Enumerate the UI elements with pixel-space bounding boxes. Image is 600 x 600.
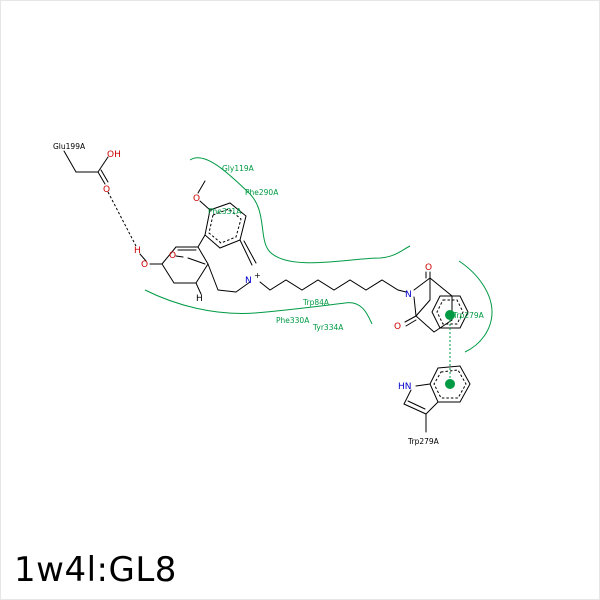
bond [413, 296, 417, 317]
atom-label-h: H [134, 246, 141, 256]
ring-centroid [445, 379, 455, 389]
atom-label-o: O [394, 322, 401, 332]
bond [207, 263, 219, 291]
bond [195, 263, 209, 284]
atom-label-o: O [141, 260, 148, 270]
bond [239, 239, 253, 266]
residue-label-phe331: Phe331A [208, 207, 242, 216]
bond [139, 253, 147, 262]
bond [161, 263, 175, 284]
atom-label-n: N [245, 276, 252, 286]
hydrogen-bond [107, 191, 137, 247]
bond [197, 246, 209, 265]
bond [97, 156, 109, 173]
bond [195, 282, 202, 295]
residue-label-tyr334: Tyr334A [312, 323, 344, 332]
bond [217, 289, 237, 293]
atom-label-o: O [169, 251, 176, 261]
aromatic-ring-inner [436, 299, 464, 325]
aromatic-ring [431, 295, 469, 329]
bond [243, 240, 257, 264]
residue-label-phe290: Phe290A [245, 188, 279, 197]
bond [100, 169, 109, 183]
hydrophobic-arc-right [458, 260, 493, 353]
bond [407, 400, 426, 410]
hydrophobic-arc-top [189, 157, 411, 264]
bond [425, 401, 439, 415]
alkyl-linker [259, 279, 407, 293]
bond [97, 171, 106, 185]
bond [404, 315, 417, 323]
residue-label-glu199: Glu199A [53, 142, 86, 151]
bond [235, 281, 251, 293]
charge-label: + [254, 271, 261, 280]
atom-label-o: O [425, 263, 432, 273]
atom-label-oh: OH [107, 150, 121, 160]
bond [161, 246, 177, 265]
residue-label-phe330: Phe330A [276, 316, 310, 325]
bond [415, 383, 431, 387]
page-title: 1w4l:GL8 [14, 550, 177, 590]
bond [197, 180, 206, 194]
atom-label-o: O [193, 194, 200, 204]
atom-label-h: H [196, 294, 203, 304]
bond [405, 319, 417, 327]
bond [175, 255, 184, 258]
hydrophobic-arc-bottom [144, 289, 373, 325]
atom-label-nh: HN [398, 382, 412, 392]
bond [187, 257, 206, 265]
bond [197, 234, 206, 248]
bond [403, 403, 427, 415]
bond [413, 277, 431, 291]
bond [403, 389, 412, 405]
aromatic-ring-inner [208, 208, 242, 244]
residue-label-trp84: Trp84A [302, 298, 330, 307]
bond [199, 200, 211, 211]
residue-label-gly119: Gly119A [222, 164, 255, 173]
ring-centroid [445, 310, 455, 320]
bond [63, 150, 77, 173]
aromatic-ring-inner [433, 369, 467, 399]
residue-label-trp279-hydrophobic: Trp279A [452, 311, 485, 320]
residue-label-trp279: Trp279A [407, 437, 440, 446]
atom-label-o: O [103, 185, 110, 195]
atom-label-n: N [405, 290, 412, 300]
